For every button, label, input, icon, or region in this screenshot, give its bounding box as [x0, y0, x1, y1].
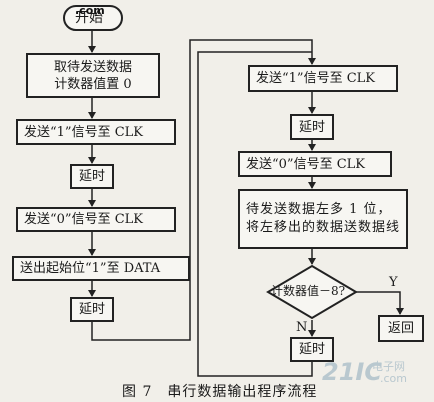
send-one-box-left: 发送“1”信号至 CLK: [16, 119, 176, 145]
delay-box-right-1: 延时: [290, 114, 334, 140]
no-branch-label: N: [296, 320, 308, 335]
shift-out-box: 待发送数据左多 1 位，将左移出的数据送数据线: [238, 189, 408, 249]
load-data-box: 取待发送数据 计数器值置 0: [26, 53, 160, 98]
watermark-brand: 21IC: [322, 358, 382, 386]
right-column-arrows: [197, 51, 404, 377]
decision-diamond-shape: [266, 264, 358, 320]
return-box: 返回: [378, 315, 424, 342]
decision-label: 计数器值－8?: [271, 284, 346, 298]
start-terminal-shape: [63, 5, 123, 31]
watermark-cn: 电子网: [372, 360, 405, 373]
left-column-arrows: [88, 30, 316, 341]
send-zero-box-right: 发送“0”信号至 CLK: [238, 151, 392, 177]
delay-box-left-2: 延时: [70, 297, 114, 322]
delay-box-left-1: 延时: [70, 164, 114, 189]
yes-branch-label: Y: [389, 275, 398, 290]
send-one-box-right: 发送“1”信号至 CLK: [248, 65, 398, 92]
start-label: 开始: [75, 10, 103, 26]
delay-box-right-2: 延时: [290, 337, 334, 362]
start-overlay-text: .com: [75, 4, 105, 17]
start-bit-box: 送出起始位“1”至 DATA: [12, 256, 190, 281]
watermark-url: .com: [380, 372, 407, 385]
figure-caption: 图 7 串行数据输出程序流程: [122, 384, 318, 400]
send-zero-box-left: 发送“0”信号至 CLK: [16, 207, 176, 232]
